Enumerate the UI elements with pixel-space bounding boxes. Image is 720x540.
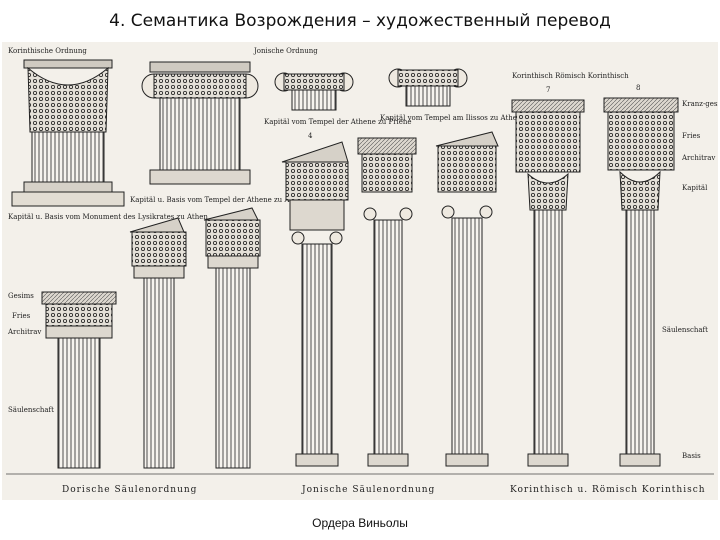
label-fries: Fries — [12, 312, 31, 320]
corinthian-column-7: 7 — [511, 86, 585, 467]
heading-corinthian-order: Korinthische Ordnung — [8, 47, 87, 55]
doric-column-3 — [203, 207, 261, 469]
ionic-capital-drawing: Kapitäl u. Basis vom Tempel der Athene z… — [130, 61, 306, 204]
caption-monument: Kapitäl u. Basis vom Monument des Lysikr… — [8, 213, 208, 221]
label-saeulenschaft-right: Säulenschaft — [662, 326, 708, 334]
caption-capital-base: Kapitäl u. Basis vom Tempel der Athene z… — [130, 196, 306, 204]
footer-doric: Dorische Säulenordnung — [62, 485, 197, 495]
caption-ilissos: Kapitäl vom Tempel am Ilissos zu Athen — [380, 114, 522, 122]
column-orders-illustration: Korinthische Ordnung Jonische Ordnung Ko… — [6, 47, 718, 495]
corinthian-capital-drawing: Kapitäl u. Basis vom Monument des Lysikr… — [8, 59, 208, 221]
doric-elevation-left: Gesims Fries Architrav Säulenschaft — [7, 291, 117, 469]
slide-title: 4. Семантика Возрождения – художественны… — [109, 11, 611, 31]
right-side-labels: Kranz-gesims Fries Architrav Kapitäl Säu… — [662, 100, 718, 460]
label-architrav: Architrav — [7, 328, 41, 336]
label-kapitael: Kapitäl — [682, 184, 708, 192]
heading-ionic-order: Jonische Ordnung — [253, 47, 318, 55]
label-gesims: Gesims — [8, 292, 34, 300]
caption-erechtheion: Kapitäl vom Tempel der Athene zu Priene — [264, 118, 412, 126]
doric-column-2 — [129, 217, 187, 469]
footer-corinthian: Korinthisch u. Römisch Korinthisch — [510, 485, 706, 495]
ionic-column-5 — [357, 137, 417, 467]
number-8: 8 — [636, 84, 640, 92]
ionic-column-4: 4 — [281, 132, 349, 467]
slide-caption: Ордера Виньолы — [312, 516, 408, 530]
label-architrav-right: Architrav — [681, 154, 715, 162]
label-kranzgesims: Kranz-gesims — [682, 100, 718, 108]
ionic-capital-ilissos: Kapitäl vom Tempel am Ilissos zu Athen — [380, 68, 522, 122]
roman-corinthian-column-8: 8 — [603, 84, 679, 467]
ionic-capital-priene: Kapitäl vom Tempel der Athene zu Priene — [264, 72, 412, 126]
label-basis: Basis — [682, 452, 701, 460]
number-4: 4 — [308, 132, 313, 140]
number-7: 7 — [546, 86, 550, 94]
footer-ionic: Jonische Säulenordnung — [301, 485, 435, 495]
label-saeulenschaft: Säulenschaft — [8, 406, 54, 414]
ionic-column-6 — [435, 131, 499, 467]
label-fries-right: Fries — [682, 132, 701, 140]
architecture-plate-image: Korinthische Ordnung Jonische Ordnung Ko… — [2, 42, 718, 500]
heading-roman-corinthian: Korinthisch Römisch Korinthisch — [512, 72, 629, 80]
